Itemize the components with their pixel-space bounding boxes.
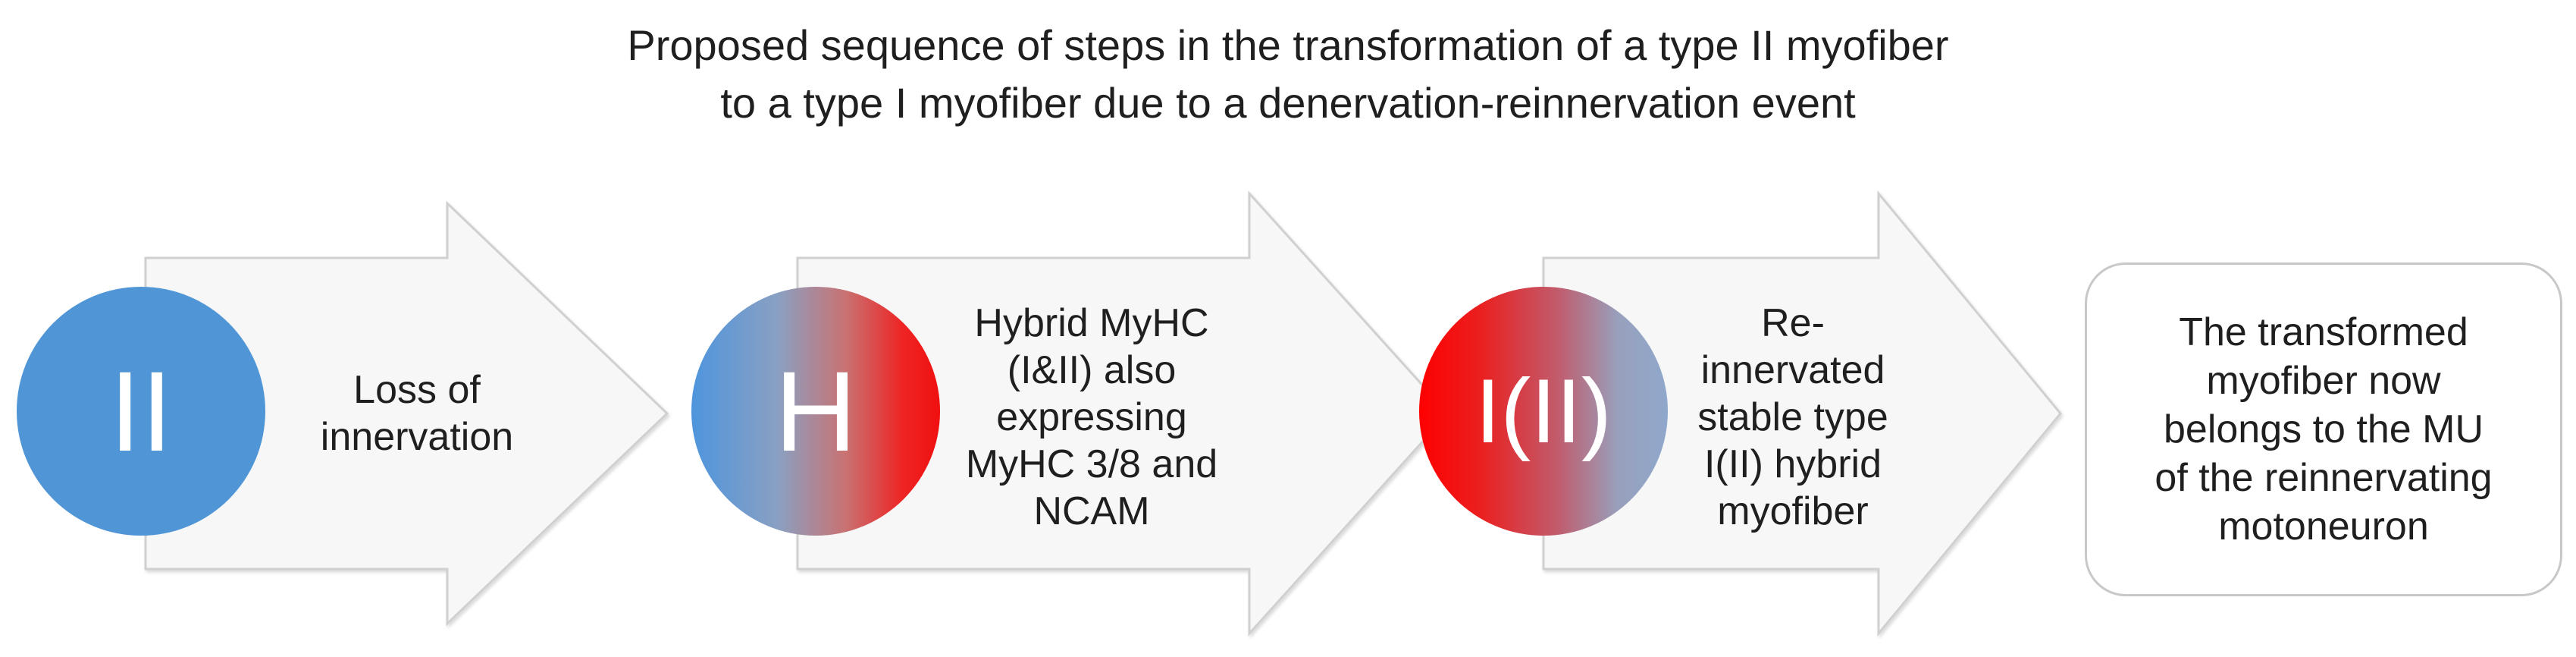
final-line: belongs to the MU <box>2163 407 2484 451</box>
step-3-line: Re- <box>1761 301 1825 345</box>
step-3-line: innervated <box>1700 348 1885 392</box>
final-line: of the reinnervating <box>2155 456 2493 500</box>
step-2-label: Hybrid MyHC (I&II) also expressing MyHC … <box>940 258 1243 577</box>
diagram-title: Proposed sequence of steps in the transf… <box>0 17 2576 132</box>
step-1-label: Loss of innervation <box>273 311 561 516</box>
step-3-label: Re- innervated stable type I(II) hybrid … <box>1668 258 1918 577</box>
step-3-line: myofiber <box>1717 489 1869 533</box>
final-line: The transformed <box>2179 310 2468 354</box>
step-arrow-1 <box>144 200 669 627</box>
fiber-type-circle-ii: II <box>17 287 265 536</box>
final-line: myofiber now <box>2206 359 2441 403</box>
title-line-1: Proposed sequence of steps in the transf… <box>627 21 1949 69</box>
step-arrow-3 <box>1542 190 2062 637</box>
title-line-2: to a type I myofiber due to a denervatio… <box>720 79 1856 127</box>
step-1-line: innervation <box>320 415 514 459</box>
final-outcome-box: The transformed myofiber now belongs to … <box>2085 262 2562 596</box>
step-1-line: Loss of <box>353 368 481 412</box>
fiber-type-circle-i-ii: I(II) <box>1419 287 1668 536</box>
final-line: motoneuron <box>2218 505 2429 549</box>
step-2-line: NCAM <box>1033 489 1150 533</box>
step-3-line: stable type <box>1697 395 1888 439</box>
step-2-line: Hybrid MyHC <box>974 301 1209 345</box>
step-3-line: I(II) hybrid <box>1703 442 1882 486</box>
circle-label-i-ii: I(II) <box>1475 360 1612 462</box>
step-arrow-2 <box>796 190 1450 637</box>
fiber-type-circle-hybrid: H <box>691 287 940 536</box>
circle-label-ii: II <box>109 347 173 475</box>
step-2-line: (I&II) also <box>1007 348 1177 392</box>
circle-label-h: H <box>774 347 857 475</box>
step-2-line: MyHC 3/8 and <box>965 442 1218 486</box>
step-2-line: expressing <box>996 395 1187 439</box>
